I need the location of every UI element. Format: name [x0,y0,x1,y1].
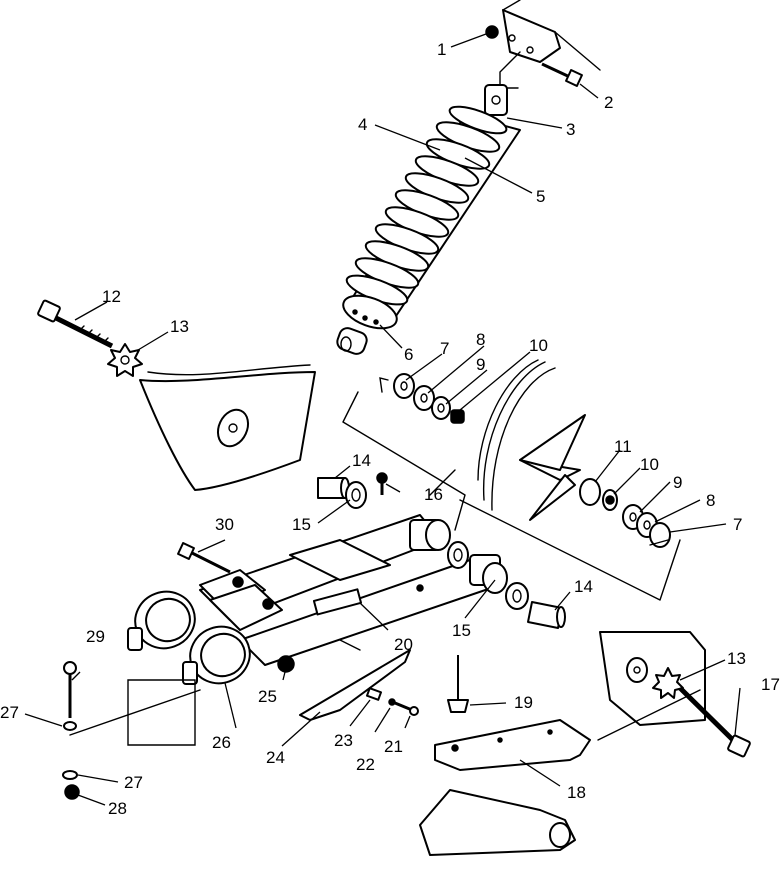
callout-14-lower: 14 [574,577,593,596]
washer-27-upper [63,721,77,731]
star-washer-13-left [107,343,143,377]
callout-11: 11 [614,437,632,456]
callout-21: 21 [384,737,403,756]
nut-25 [277,655,295,673]
callout-4: 4 [358,115,367,134]
callout-13-left: 13 [170,317,189,336]
callout-7-lower: 7 [733,515,742,534]
track-wheel-frame [477,359,556,511]
clamp-group-outline [127,679,196,746]
shock-lower-eye [336,294,398,355]
callout-labels: 1 2 3 4 5 6 7 8 9 10 11 10 9 8 7 12 13 1… [0,40,780,818]
callout-15-upper: 15 [292,515,311,534]
idler-wheel-hub [519,414,618,521]
callout-1: 1 [437,40,446,59]
bolt-12 [37,299,114,349]
callout-12: 12 [102,287,121,306]
bushing-15-upper [345,481,367,509]
callout-22: 22 [356,755,375,774]
callout-3: 3 [566,120,575,139]
callout-29: 29 [86,627,105,646]
callout-27-lower: 27 [124,773,143,792]
callout-2: 2 [604,93,613,112]
leader-lines [24,33,741,806]
guide-plate-24 [299,639,411,721]
callout-28: 28 [108,799,127,818]
bolt-17 [678,686,751,758]
callout-9-lower: 9 [673,473,682,492]
callout-19: 19 [514,693,533,712]
callout-18: 18 [567,783,586,802]
pin-axis-line [69,689,201,736]
callout-7-upper: 7 [440,339,449,358]
callout-10-upper: 10 [529,336,548,355]
bushing-14-lower [527,601,566,629]
callout-27-upper: 27 [0,703,19,722]
washer-stack-upper [379,373,465,424]
bolt-30 [177,542,231,574]
callout-9-upper: 9 [476,355,485,374]
upper-mount-bracket [499,0,601,89]
callout-8-upper: 8 [476,330,485,349]
washer-stack-lower [622,504,671,548]
bushing-group-outline [342,391,466,531]
washer-27-lower [62,770,78,780]
arm-clamp-bracket [199,569,283,631]
callout-5: 5 [536,187,545,206]
callout-23: 23 [334,731,353,750]
callout-25: 25 [258,687,277,706]
callout-17: 17 [761,675,780,694]
right-group-outline [459,499,681,601]
bushing-14-upper [317,477,350,499]
callout-24: 24 [266,748,285,767]
right-bolt-axis [597,689,701,741]
callout-8-lower: 8 [706,491,715,510]
bolt-19 [447,655,469,713]
nut-28 [64,784,80,800]
clamp-26-lower [182,625,251,685]
right-side-plate [599,631,706,726]
star-washer-13-right [652,667,684,699]
bolt-2 [541,62,583,87]
coil-spring [345,105,508,306]
callout-10-lower: 10 [640,455,659,474]
mounting-bracket-18 [419,719,591,856]
screw-21-22-23 [365,687,419,716]
grease-fitting-16 [376,472,388,495]
left-side-plate [139,364,316,491]
clamp-26-upper [127,590,196,651]
bushing-15-lower [505,582,529,610]
callout-6: 6 [404,345,413,364]
callout-30: 30 [215,515,234,534]
callout-15-lower: 15 [452,621,471,640]
callout-13-right: 13 [727,649,746,668]
nut-1 [485,25,499,39]
callout-20: 20 [394,635,413,654]
callout-16: 16 [424,485,443,504]
pin-29 [63,661,77,718]
callout-26: 26 [212,733,231,752]
callout-14-upper: 14 [352,451,371,470]
